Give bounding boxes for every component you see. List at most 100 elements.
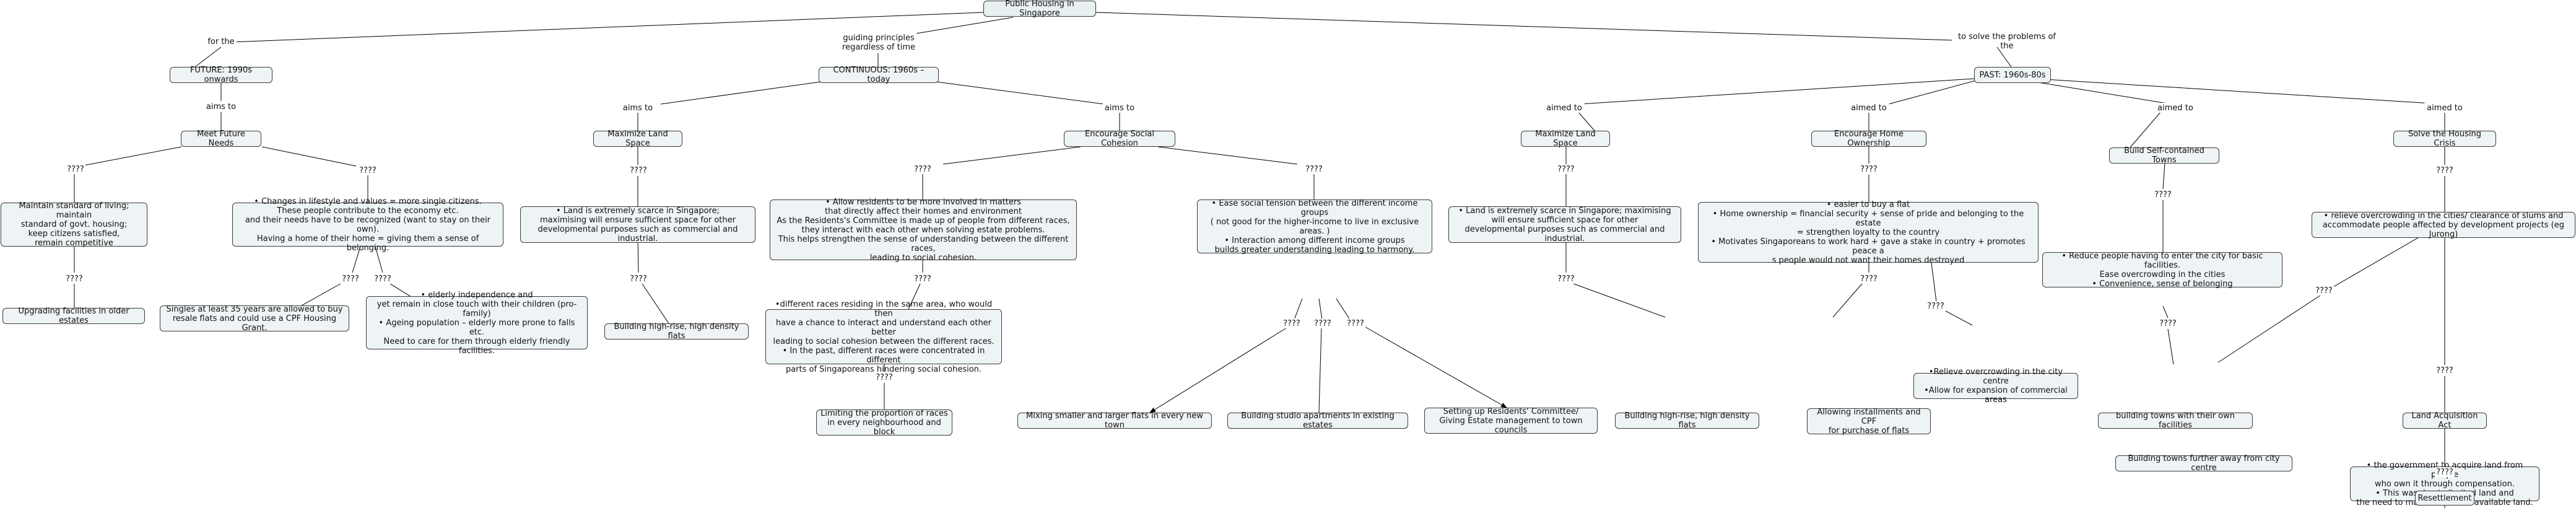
continuous-node[interactable]: CONTINUOUS: 1960s – today — [819, 66, 939, 84]
towns-facilities-node[interactable]: building towns with their own facilities — [2098, 411, 2253, 430]
node-label: • Reduce people having to enter the city… — [2061, 251, 2263, 289]
node-label: Maintain standard of living; maintain st… — [19, 201, 129, 248]
node-label: • Land is extremely scarce in Singapore;… — [1458, 206, 1671, 243]
link-label-unknown: ???? — [2153, 190, 2173, 199]
singles-cpf-node[interactable]: Singles at least 35 years are allowed to… — [160, 304, 349, 333]
node-label: Build Self-contained Towns — [2124, 146, 2204, 165]
link-label-unknown: ???? — [2435, 467, 2455, 477]
node-label: Upgrading facilities in older estates — [18, 307, 129, 325]
node-label: • Ease social tension between the differ… — [1210, 198, 1419, 255]
node-label: • elderly independence and yet remain in… — [376, 290, 577, 356]
link-label-aimed-to: aimed to — [1848, 103, 1889, 113]
node-label: Limiting the proportion of races in ever… — [820, 408, 948, 437]
node-label: Maximize Land Space — [607, 129, 668, 148]
root-node[interactable]: Public Housing in Singapore — [983, 0, 1096, 18]
towns-further-node[interactable]: Building towns further away from city ce… — [2115, 454, 2292, 473]
ease-tension-node[interactable]: • Ease social tension between the differ… — [1197, 198, 1432, 255]
link-label-unknown: ???? — [874, 372, 894, 382]
past-land-scarce-node[interactable]: • Land is extremely scarce in Singapore;… — [1448, 206, 1681, 243]
past-node[interactable]: PAST: 1960s-80s — [1974, 67, 2051, 83]
mixing-flats-node[interactable]: Mixing smaller and larger flats in every… — [1017, 411, 1212, 430]
link-label-unknown: ???? — [2158, 318, 2178, 328]
encourage-cohesion-node[interactable]: Encourage Social Cohesion — [1064, 129, 1175, 148]
link-label-unknown: ???? — [1556, 164, 1576, 174]
link-label-guiding-principles: guiding principles regardless of time — [841, 33, 916, 53]
link-label-aims-to: aims to — [204, 102, 238, 112]
node-label: Building high-rise, high density flats — [1624, 411, 1750, 430]
land-act-node[interactable]: Land Acquisition Act — [2403, 411, 2487, 430]
link-label-unknown: ???? — [629, 165, 648, 175]
link-label-unknown: ???? — [913, 274, 933, 284]
continuous-maximize-land-node[interactable]: Maximize Land Space — [593, 129, 682, 148]
resettlement-node[interactable]: Resettlement — [2415, 491, 2474, 506]
node-label: Building studio apartments in existing e… — [1241, 411, 1395, 430]
node-label: Encourage Social Cohesion — [1084, 129, 1155, 148]
node-label: •Relieve overcrowding in the city centre… — [1924, 367, 2068, 405]
link-label-unknown: ???? — [373, 274, 393, 284]
link-label-unknown: ???? — [1926, 301, 1946, 311]
link-label-unknown: ???? — [64, 274, 84, 284]
link-label-unknown: ???? — [1556, 274, 1576, 284]
maintain-standard-node[interactable]: Maintain standard of living; maintain st… — [1, 201, 147, 248]
node-label: building towns with their own facilities — [2116, 411, 2235, 430]
node-label: • Changes in lifestyle and values = more… — [245, 196, 491, 253]
self-contained-node[interactable]: Build Self-contained Towns — [2109, 146, 2219, 165]
past-high-rise-node[interactable]: Building high-rise, high density flats — [1615, 411, 1759, 430]
node-label: Resettlement — [2417, 493, 2472, 503]
node-label: Mixing smaller and larger flats in every… — [1026, 411, 1203, 430]
link-label-unknown: ???? — [358, 165, 378, 175]
link-label-unknown: ???? — [2314, 286, 2334, 296]
studio-apartments-node[interactable]: Building studio apartments in existing e… — [1227, 411, 1408, 430]
link-label-unknown: ???? — [629, 274, 648, 284]
different-races-node[interactable]: •different races residing in the same ar… — [765, 300, 1002, 374]
relieve-slums-node[interactable]: • relieve overcrowding in the cities/ cl… — [2312, 211, 2575, 239]
node-label: PAST: 1960s-80s — [1979, 70, 2046, 80]
node-label: Solve the Housing Crisis — [2408, 129, 2481, 148]
link-label-unknown: ???? — [2435, 165, 2455, 175]
node-label: Building towns further away from city ce… — [2128, 454, 2280, 473]
link-label-unknown: ???? — [1859, 164, 1879, 174]
link-label-unknown: ???? — [1859, 274, 1879, 284]
future-node[interactable]: FUTURE: 1990s onwards — [170, 66, 272, 84]
node-label: •different races residing in the same ar… — [773, 299, 994, 374]
link-label-unknown: ???? — [66, 164, 85, 174]
link-label-aimed-to: aimed to — [2424, 103, 2465, 113]
relieve-centre-node[interactable]: •Relieve overcrowding in the city centre… — [1913, 367, 2078, 405]
meet-future-needs-node[interactable]: Meet Future Needs — [181, 129, 261, 148]
home-ownership-node[interactable]: Encourage Home Ownership — [1811, 129, 1926, 148]
past-maximize-land-node[interactable]: Maximize Land Space — [1521, 129, 1610, 148]
link-label-unknown: ???? — [1304, 164, 1324, 174]
link-label-unknown: ???? — [341, 274, 360, 284]
reduce-travel-node[interactable]: • Reduce people having to enter the city… — [2042, 251, 2282, 289]
link-label-unknown: ???? — [1346, 318, 1365, 328]
node-label: • Land is extremely scarce in Singapore;… — [537, 206, 738, 243]
node-label: Allowing installments and CPF for purcha… — [1817, 407, 1921, 436]
upgrading-facilities-node[interactable]: Upgrading facilities in older estates — [2, 307, 145, 325]
link-label-unknown: ???? — [2435, 366, 2455, 375]
link-label-aimed-to: aimed to — [2155, 103, 2196, 113]
housing-crisis-node[interactable]: Solve the Housing Crisis — [2393, 129, 2496, 148]
node-label: Maximize Land Space — [1535, 129, 1596, 148]
easier-buy-node[interactable]: • easier to buy a flat • Home ownership … — [1698, 199, 2039, 265]
link-label-for-the: for the — [206, 37, 237, 46]
instalments-cpf-node[interactable]: Allowing installments and CPF for purcha… — [1807, 407, 1931, 436]
node-label: Public Housing in Singapore — [1005, 0, 1074, 18]
allow-residents-node[interactable]: • Allow residents to be more involved in… — [770, 197, 1077, 263]
continuous-land-scarce-node[interactable]: • Land is extremely scarce in Singapore;… — [520, 206, 755, 243]
link-label-to-solve: to solve the problems of the — [1952, 32, 2062, 51]
changes-lifestyle-node[interactable]: • Changes in lifestyle and values = more… — [232, 197, 503, 253]
residents-committee-node[interactable]: Setting up Residents' Committee/ Giving … — [1424, 407, 1598, 435]
link-label-unknown: ???? — [913, 164, 933, 174]
link-label-aims-to: aims to — [621, 103, 655, 113]
node-label: • easier to buy a flat • Home ownership … — [1711, 199, 2026, 265]
continuous-high-rise-node[interactable]: Building high-rise, high density flats — [604, 322, 749, 341]
elderly-independence-node[interactable]: • elderly independence and yet remain in… — [366, 291, 588, 356]
limiting-races-node[interactable]: Limiting the proportion of races in ever… — [816, 408, 952, 437]
link-label-unknown: ???? — [1282, 318, 1302, 328]
node-label: Meet Future Needs — [197, 129, 245, 148]
node-label: • relieve overcrowding in the cities/ cl… — [2323, 211, 2564, 239]
node-label: • Allow residents to be more involved in… — [777, 197, 1070, 263]
node-label: Singles at least 35 years are allowed to… — [166, 304, 343, 333]
link-label-aimed-to: aimed to — [1544, 103, 1585, 113]
